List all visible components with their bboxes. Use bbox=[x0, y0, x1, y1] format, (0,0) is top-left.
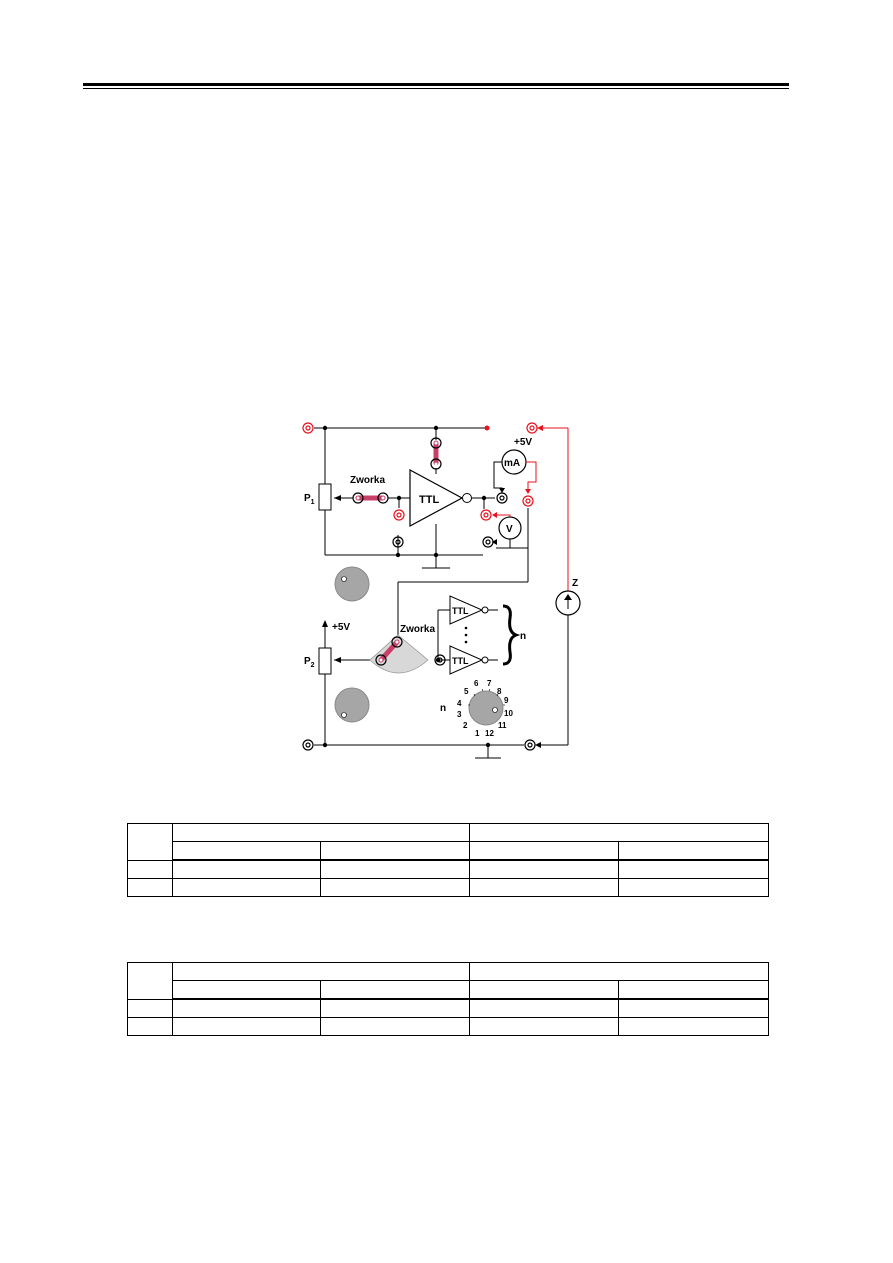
table-cell bbox=[469, 962, 769, 981]
table-cell bbox=[127, 1017, 173, 1036]
table-row bbox=[127, 998, 769, 1018]
zworka-bottom-label: Zworka bbox=[400, 624, 435, 635]
table-cell bbox=[127, 878, 173, 897]
ttl-gate-1-label: TTL bbox=[452, 606, 469, 616]
table-cell bbox=[618, 841, 769, 861]
socket-black bbox=[302, 492, 536, 751]
dial-num-8: 8 bbox=[497, 687, 502, 696]
header-rule-thin bbox=[83, 88, 789, 89]
ammeter-label: mA bbox=[504, 458, 520, 469]
voltmeter bbox=[492, 512, 522, 549]
voltmeter-label: V bbox=[506, 524, 513, 535]
knob-bottom bbox=[334, 687, 370, 723]
table-cell bbox=[127, 998, 173, 1018]
table-cell bbox=[127, 962, 173, 1000]
table-cell bbox=[469, 878, 619, 897]
table-row bbox=[127, 962, 769, 1000]
circuit-diagram: P1 Zworka TTL +5V bbox=[302, 422, 581, 759]
zworka-top-label: Zworka bbox=[350, 475, 385, 486]
table-cell bbox=[172, 998, 321, 1018]
n-brace-label: n bbox=[520, 631, 526, 642]
z-current-source bbox=[535, 590, 581, 748]
table-cell bbox=[127, 823, 173, 861]
ttl-gate-2 bbox=[449, 645, 489, 675]
dial-num-4: 4 bbox=[457, 699, 462, 708]
table-cell bbox=[618, 859, 769, 879]
ttl-gate-1 bbox=[449, 595, 489, 625]
p2-label: P2 bbox=[304, 656, 315, 669]
ttl-main-label: TTL bbox=[419, 494, 439, 506]
zworka-vertical-jumper bbox=[430, 437, 442, 470]
table-cell bbox=[469, 980, 619, 1000]
table-cell bbox=[618, 878, 769, 897]
n-selector-knob bbox=[468, 688, 505, 726]
z-wire-red bbox=[538, 427, 569, 591]
table-cell bbox=[172, 1017, 321, 1036]
table-row bbox=[128, 841, 769, 861]
table-cell bbox=[618, 1017, 769, 1036]
table-row bbox=[127, 878, 769, 897]
plus5v-arrow bbox=[322, 620, 328, 627]
bottom-dots bbox=[322, 657, 491, 748]
dial-num-9: 9 bbox=[504, 696, 509, 705]
table-row bbox=[127, 859, 769, 879]
dial-num-12: 12 bbox=[485, 729, 494, 738]
table-cell bbox=[320, 980, 470, 1000]
zworka-bottom-jumper bbox=[375, 636, 403, 666]
plus5v-bottom-label: +5V bbox=[332, 622, 350, 633]
table-cell bbox=[320, 859, 470, 879]
dial-num-5: 5 bbox=[464, 687, 469, 696]
table-cell bbox=[469, 823, 769, 842]
p2-potentiometer bbox=[318, 647, 341, 675]
zworka-top-jumper bbox=[352, 492, 389, 504]
blank-table-1 bbox=[127, 823, 769, 897]
dial-num-7: 7 bbox=[487, 679, 492, 688]
table-cell bbox=[172, 823, 470, 842]
dial-numbers: 1 2 3 4 5 6 7 8 9 10 11 12 bbox=[457, 679, 513, 738]
table-row bbox=[127, 823, 769, 861]
table-cell bbox=[172, 980, 321, 1000]
table-cell bbox=[469, 998, 619, 1018]
junction-dot-red bbox=[484, 425, 490, 431]
plus5v-top-label: +5V bbox=[514, 437, 532, 448]
table-row bbox=[128, 980, 769, 1000]
table-cell bbox=[320, 841, 470, 861]
dial-num-1: 1 bbox=[475, 729, 480, 738]
ellipsis-dots bbox=[464, 626, 468, 644]
table-cell bbox=[618, 998, 769, 1018]
header-rule-thick bbox=[83, 83, 789, 86]
dial-num-2: 2 bbox=[463, 721, 468, 730]
table-cell bbox=[320, 998, 470, 1018]
table-cell bbox=[469, 841, 619, 861]
blank-table-2 bbox=[127, 962, 769, 1036]
p1-label: P1 bbox=[304, 493, 315, 506]
knob-top bbox=[334, 566, 370, 602]
ammeter bbox=[493, 449, 537, 494]
table-cell bbox=[469, 859, 619, 879]
dial-num-3: 3 bbox=[457, 710, 462, 719]
dial-num-11: 11 bbox=[498, 721, 507, 730]
table-cell bbox=[618, 980, 769, 1000]
table-cell bbox=[172, 962, 470, 981]
table-cell bbox=[320, 878, 470, 897]
table-cell bbox=[172, 841, 321, 861]
z-arrow-red bbox=[537, 425, 543, 431]
table-cell bbox=[127, 859, 173, 879]
table-cell bbox=[320, 1017, 470, 1036]
dial-num-10: 10 bbox=[504, 709, 513, 718]
curly-brace bbox=[502, 604, 521, 666]
p1-potentiometer bbox=[318, 483, 341, 511]
z-label: Z bbox=[572, 578, 578, 589]
ttl-main-gate bbox=[409, 468, 472, 528]
table-row bbox=[127, 1017, 769, 1036]
table-cell bbox=[469, 1017, 619, 1036]
table-cell bbox=[172, 878, 321, 897]
table-cell bbox=[172, 859, 321, 879]
n-knob-label: n bbox=[440, 703, 446, 714]
dial-num-6: 6 bbox=[474, 679, 479, 688]
junction-dots bbox=[322, 425, 487, 558]
ttl-gate-2-label: TTL bbox=[452, 656, 469, 666]
